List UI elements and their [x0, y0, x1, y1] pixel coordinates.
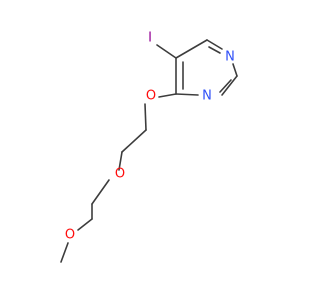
iodine-label: I	[148, 31, 152, 46]
bond-c5-iodine	[156, 44, 177, 59]
bond-ch2-o3	[77, 218, 93, 231]
bond-c5-c6	[175, 39, 208, 59]
bond-o2-ch2	[91, 179, 110, 205]
atom-labels: I N N O O O	[65, 31, 235, 243]
bond-o1-ch2	[144, 103, 147, 131]
oxygen-label-3: O	[65, 228, 75, 243]
bond-n3-c4	[175, 93, 199, 96]
bond-o3-ch3	[60, 242, 69, 263]
nitrogen-label-1: N	[225, 50, 235, 65]
bond-c2-n3	[221, 75, 238, 96]
bond-ch2-o2	[118, 151, 123, 171]
oxygen-label-2: O	[115, 167, 125, 182]
structure-canvas: I N N O O O	[60, 31, 238, 263]
bonds	[60, 39, 238, 263]
bond-ch2-ch2	[121, 129, 147, 153]
molecule-diagram: I N N O O O	[60, 31, 238, 263]
bond-n1-c2	[232, 63, 238, 77]
bond-c6-n1-inner	[208, 46, 221, 54]
bond-c6-n1	[206, 39, 223, 50]
nitrogen-label-2: N	[202, 89, 212, 104]
bond-c4-o1	[158, 93, 177, 98]
bond-c2-n3-inner	[219, 79, 232, 93]
oxygen-label-1: O	[146, 89, 156, 104]
